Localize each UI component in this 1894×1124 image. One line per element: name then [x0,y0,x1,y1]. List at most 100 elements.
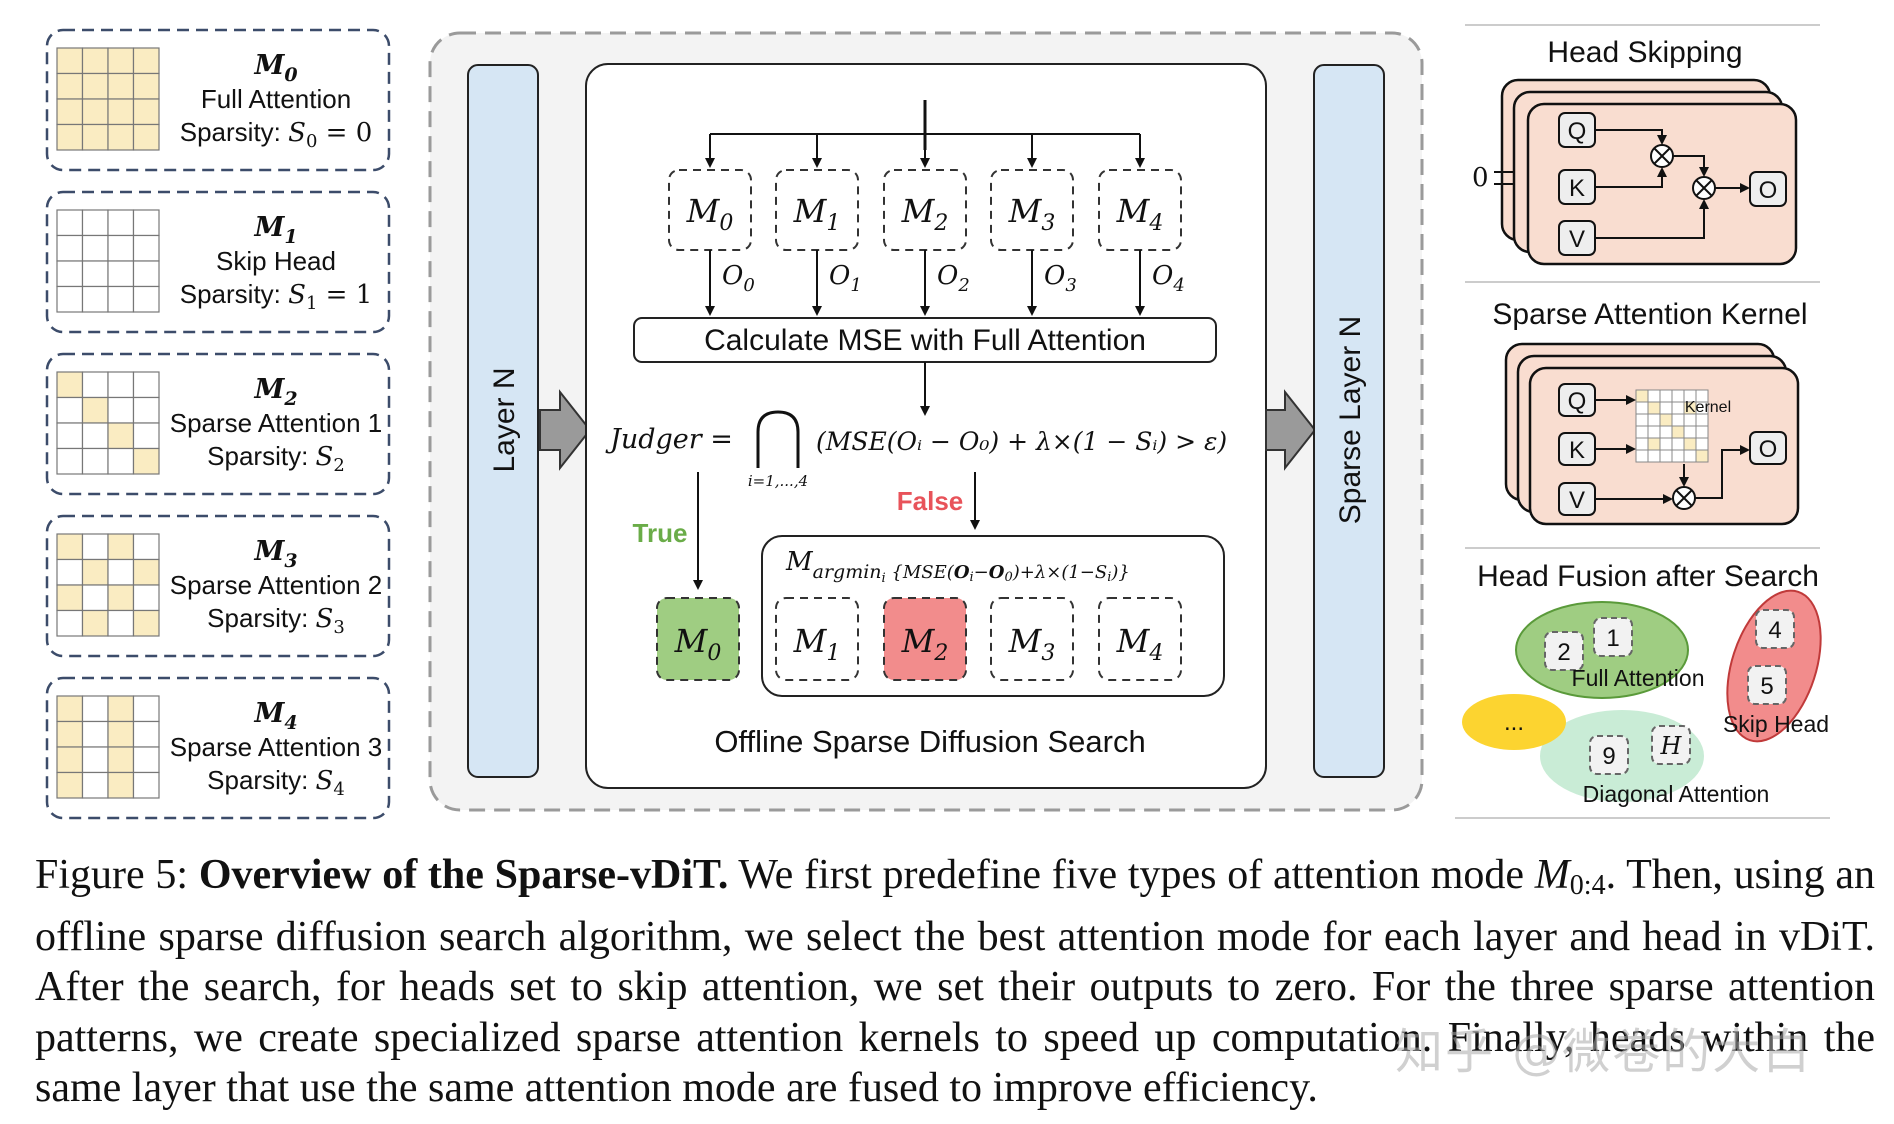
mask-cell [81,209,109,237]
mask-cell [107,234,135,262]
kernel-grid [1635,389,1709,463]
mask-cell [107,72,135,100]
hs-v-label: V [1569,226,1585,253]
mode-name: Sparse Attention 1 [170,408,382,438]
diagonal-attention-label: Diagonal Attention [1583,781,1770,807]
top-mode-0: M0 [668,169,752,251]
mask-cell [132,609,160,637]
search-title: Offline Sparse Diffusion Search [714,724,1145,759]
svg-text:2: 2 [1557,639,1570,666]
mode-name: Skip Head [216,246,336,276]
fusion-head: 1 [1593,617,1633,657]
mask-cell [56,422,84,450]
svg-text:H: H [1660,732,1683,760]
head-fusion-title: Head Fusion after Search [1477,560,1819,593]
top-mode-3: M3 [990,169,1074,251]
mask-cell [56,123,84,151]
skip-head-label: Skip Head [1723,711,1829,737]
mask-cell [107,558,135,586]
fusion-head: 2 [1544,631,1584,671]
mask-cell [81,123,109,151]
top-branch-arrows [705,134,1145,168]
mse-label: Calculate MSE with Full Attention [704,324,1146,357]
layer-n-label: Layer N [488,367,521,472]
layer-n-bar [467,64,539,778]
false-mode-1: M1 [775,597,859,681]
flow-arrow-out [1265,389,1317,471]
zero-label: 0 [1472,163,1489,193]
mode-symbol: M4 [253,698,297,734]
false-mode-2: M2 [883,597,967,681]
svg-text:9: 9 [1602,743,1615,770]
mask-cell [107,720,135,748]
mask-cell [56,371,84,399]
mask-cell [81,720,109,748]
mask-cell [132,422,160,450]
svg-text:5: 5 [1760,673,1773,700]
mask-cell [107,396,135,424]
fusion-head: 9 [1589,735,1629,775]
mask-cell [107,771,135,799]
fusion-head: H [1651,725,1691,765]
mask-cell [107,285,135,313]
mask-cell [56,260,84,288]
mask-cell [107,371,135,399]
mask-cell [132,285,160,313]
mask-cell [132,98,160,126]
mask-cell [132,234,160,262]
false-mode-3: M3 [990,597,1074,681]
mask-cell [81,285,109,313]
mask-cell [56,746,84,774]
mask-cell [107,260,135,288]
mask-cell [81,695,109,723]
output-label: O1 [829,261,862,296]
mask-cell [81,771,109,799]
mask-cell [107,533,135,561]
sparse-kernel-diagram: Q K V Kernel O [1504,342,1800,526]
mask-cell [56,609,84,637]
top-mode-2: M2 [883,169,967,251]
kernel-label: Kernel [1685,399,1731,416]
mask-cell [132,720,160,748]
svg-text:1: 1 [1606,625,1619,652]
mask-cell [107,447,135,475]
mask-cell [107,47,135,75]
intersection-range: i=1,...,4 [748,472,808,490]
mode-sparsity: Sparsity: S2 [207,441,345,476]
output-label: O4 [1152,261,1185,296]
mask-cell [56,234,84,262]
mask-cell [81,396,109,424]
mask-cell [107,422,135,450]
top-mode-1: M1 [775,169,859,251]
caption-label: Figure 5: [35,852,189,898]
sk-v-label: V [1569,487,1585,514]
mask-cell [81,533,109,561]
mode-sparsity: Sparsity: S1 = 1 [180,279,373,314]
mask-cell [81,98,109,126]
mask-cell [56,72,84,100]
mask-cell [107,98,135,126]
mask-cell [132,746,160,774]
mask-cell [56,720,84,748]
mask-cell [132,558,160,586]
mode-sparsity: Sparsity: S3 [207,603,345,638]
svg-text:M3: M3 [1008,192,1056,236]
mask-cell [81,422,109,450]
mode-sparsity: Sparsity: S0 = 0 [180,117,373,152]
mask-cell [56,584,84,612]
mask-cell [132,260,160,288]
caption-math: M0:4 [1534,852,1606,901]
mask-cell [56,209,84,237]
mask-cell [132,396,160,424]
top-mode-4: M4 [1098,169,1182,251]
mask-cell [107,609,135,637]
mask-cell [81,234,109,262]
mask-cell [81,72,109,100]
head-skipping-title: Head Skipping [1547,36,1742,69]
mask-cell [81,584,109,612]
mode-name: Full Attention [201,84,351,114]
true-label: True [633,518,688,548]
